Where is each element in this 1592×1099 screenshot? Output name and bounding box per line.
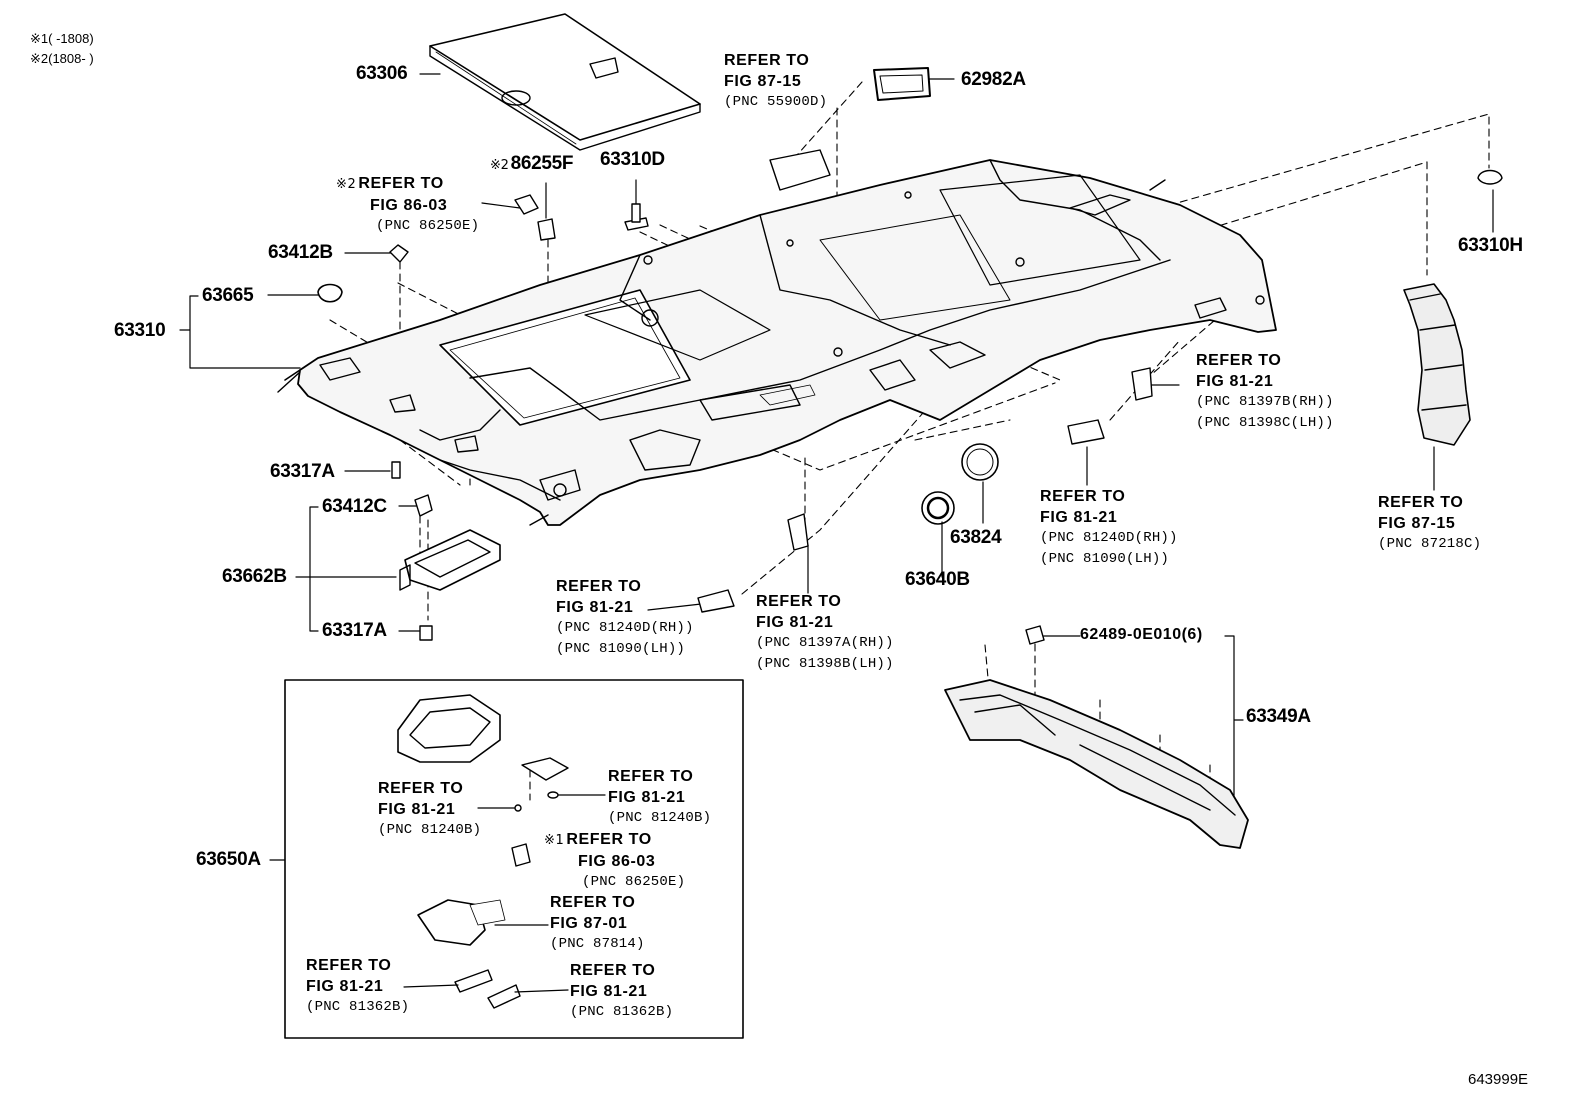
assist-grip-drawing (944, 679, 1249, 849)
part-63349A: 63349A (1246, 706, 1311, 727)
diagram-code: 643999E (1468, 1071, 1529, 1088)
part-63824: 63824 (950, 527, 1002, 548)
note-2: ※2(1808- ) (30, 51, 94, 66)
air-duct-drawing (1403, 283, 1471, 446)
part-63650A: 63650A (196, 849, 261, 870)
console-bracket-drawing (399, 529, 501, 591)
grommets (921, 443, 999, 525)
part-62489-0E010: 62489-0E010(6) (1080, 626, 1203, 643)
part-63310: 63310 (114, 320, 166, 341)
sunshade-panel-drawing (429, 13, 701, 151)
headliner-drawing (277, 159, 1277, 526)
part-63662B: 63662B (222, 566, 287, 587)
part-63310D: 63310D (600, 149, 665, 170)
part-63640B: 63640B (905, 569, 970, 590)
part-63306: 63306 (356, 63, 408, 84)
clips-fasteners (317, 67, 1503, 645)
map-lamp-assembly-drawing (397, 694, 569, 1009)
box-leader-lines (403, 794, 606, 993)
part-63317A-lower: 63317A (322, 620, 387, 641)
part-63412C: 63412C (322, 496, 387, 517)
note-1: ※1( -1808) (30, 31, 94, 46)
sub-assembly-box (284, 679, 744, 1039)
part-63665: 63665 (202, 285, 254, 306)
part-63310H: 63310H (1458, 235, 1523, 256)
part-62982A: 62982A (961, 69, 1026, 90)
part-63317A-upper: 63317A (270, 461, 335, 482)
part-63412B: 63412B (268, 242, 333, 263)
leader-lines (179, 73, 1494, 861)
